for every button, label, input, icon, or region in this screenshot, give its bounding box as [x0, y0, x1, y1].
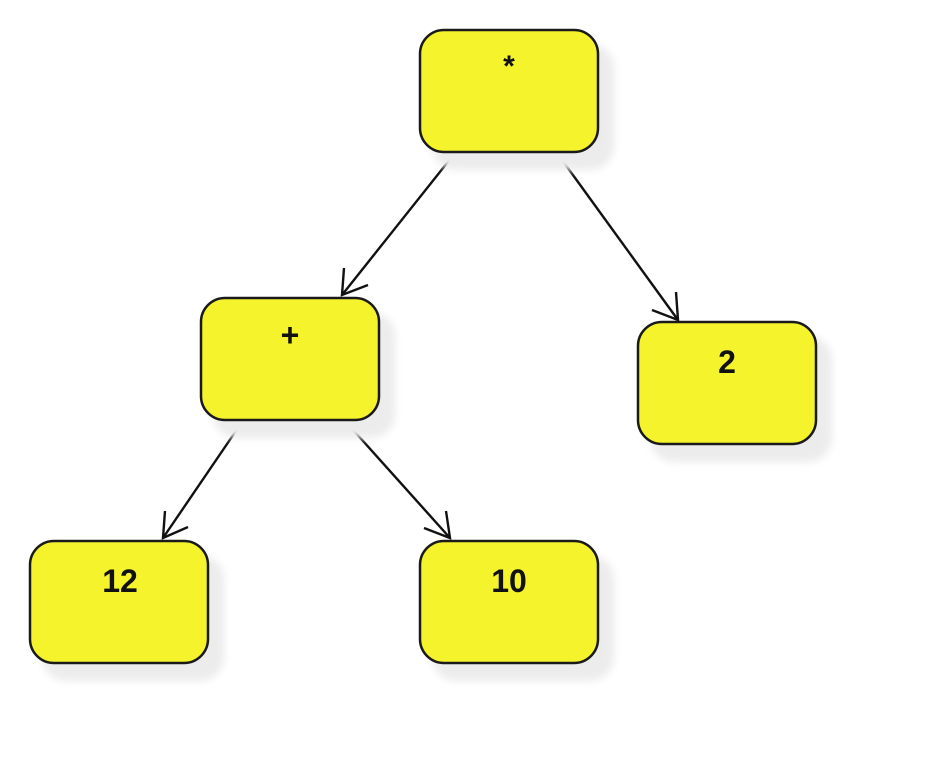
edge-plus-to-twelve: [161, 421, 243, 540]
node-label: 12: [102, 563, 138, 599]
node-label: +: [281, 317, 300, 353]
node-plus: +: [199, 296, 395, 438]
node-label: 2: [718, 344, 736, 380]
nodes: * + 2 12 10: [28, 28, 832, 681]
node-ten: 10: [418, 539, 614, 681]
edge-root-to-plus: [340, 152, 456, 297]
edges: [161, 152, 680, 540]
node-root-multiply: *: [418, 28, 614, 170]
node-twelve: 12: [28, 539, 224, 681]
node-two: 2: [636, 320, 832, 462]
node-label: *: [503, 50, 515, 83]
edge-plus-to-ten: [345, 421, 452, 540]
edge-root-to-two: [556, 152, 680, 322]
node-label: 10: [491, 563, 527, 599]
